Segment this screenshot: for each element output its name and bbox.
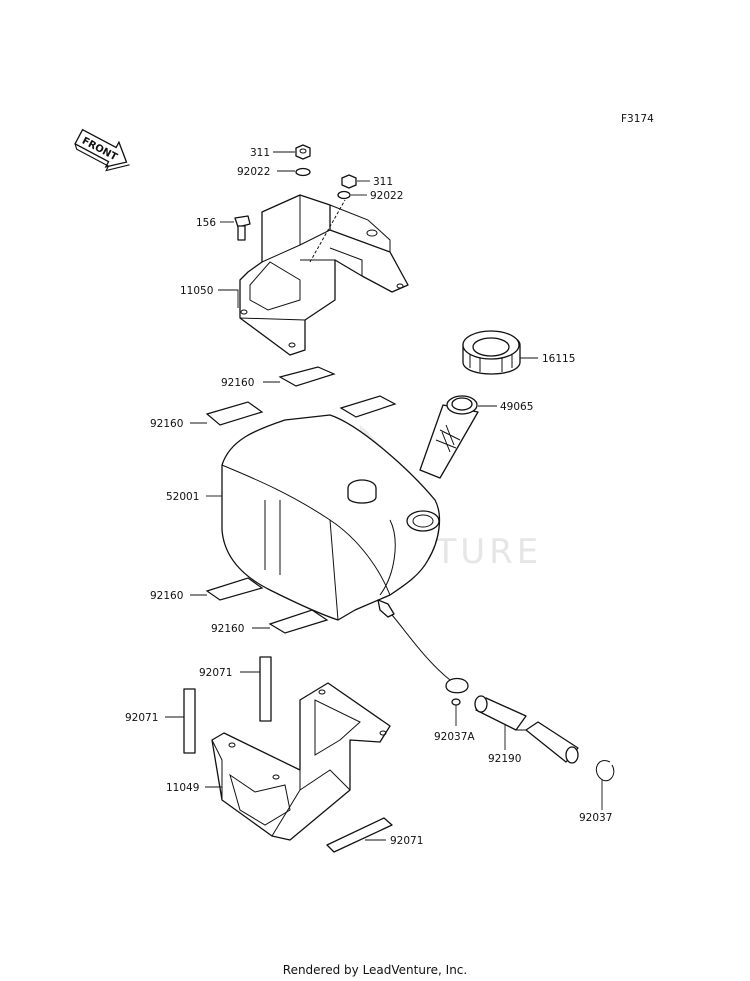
footer-credit: Rendered by LeadVenture, Inc. <box>282 963 468 977</box>
callout-16115[interactable]: 16115 <box>542 353 575 365</box>
fuel-cap <box>462 330 521 375</box>
leader-lines <box>165 151 603 841</box>
callout-92160-d[interactable]: 92160 <box>211 623 244 635</box>
callout-92022-right[interactable]: 92022 <box>370 190 403 202</box>
callout-92037[interactable]: 92037 <box>579 812 612 824</box>
filler-neck <box>419 395 479 479</box>
callout-49065[interactable]: 49065 <box>500 401 533 413</box>
fuel-line <box>391 614 615 782</box>
callout-92071-a[interactable]: 92071 <box>199 667 232 679</box>
washer-top-shape <box>295 167 311 177</box>
callout-156[interactable]: 156 <box>196 217 216 229</box>
callout-11049[interactable]: 11049 <box>166 782 199 794</box>
callout-92190[interactable]: 92190 <box>488 753 521 765</box>
washer-right-shape <box>337 190 351 200</box>
fuel-tank <box>221 414 441 621</box>
callout-92022-top[interactable]: 92022 <box>237 166 270 178</box>
upper-bracket <box>234 144 409 356</box>
callout-92160-c[interactable]: 92160 <box>150 590 183 602</box>
nut-right-shape <box>341 174 357 189</box>
callout-92037A[interactable]: 92037A <box>434 731 475 743</box>
callout-311-top[interactable]: 311 <box>250 147 270 159</box>
callout-92160-a[interactable]: 92160 <box>221 377 254 389</box>
figure-code: F3174 <box>621 113 654 125</box>
front-arrow-icon: FRONT <box>74 128 130 172</box>
callout-92160-b[interactable]: 92160 <box>150 418 183 430</box>
callout-92071-c[interactable]: 92071 <box>390 835 423 847</box>
nut-top-shape <box>295 144 311 160</box>
callout-52001[interactable]: 52001 <box>166 491 199 503</box>
lower-bracket <box>211 682 391 841</box>
callout-labels: 311 92022 311 92022 156 11050 16115 4906… <box>125 147 612 847</box>
bolt-head-shape <box>234 215 251 228</box>
callout-311-right[interactable]: 311 <box>373 176 393 188</box>
callout-11050[interactable]: 11050 <box>180 285 213 297</box>
callout-92071-b[interactable]: 92071 <box>125 712 158 724</box>
rubber-strips <box>183 656 393 853</box>
